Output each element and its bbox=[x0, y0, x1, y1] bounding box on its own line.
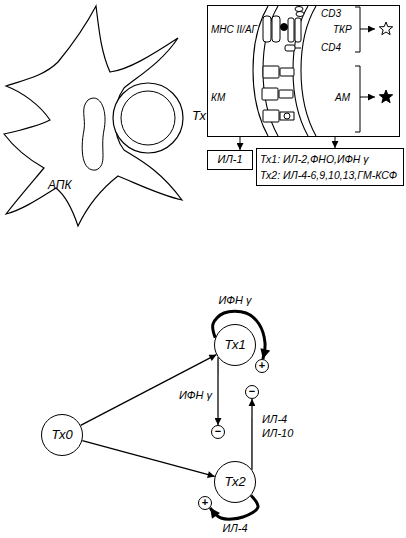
edge-label: ИЛ-4 ИЛ-10 bbox=[262, 412, 302, 440]
signal-arrow bbox=[360, 97, 375, 98]
edge-label: ИЛ-4 bbox=[215, 521, 255, 535]
cytokine-label: Тх2: ИЛ-4-6,9,10,13,ГМ-КСФ bbox=[260, 167, 400, 183]
sign-circle: + bbox=[255, 359, 269, 373]
sign-label: + bbox=[202, 496, 208, 510]
edge-label: ИФН γ bbox=[170, 388, 212, 402]
cell-circle: Тх1 bbox=[214, 324, 256, 366]
adhesion-molecule bbox=[280, 68, 294, 76]
connector-layer bbox=[81, 137, 335, 519]
adhesion-molecule bbox=[279, 90, 293, 98]
connector-arrow bbox=[217, 357, 218, 425]
connector-arrow bbox=[81, 355, 217, 426]
signal-arrow bbox=[360, 29, 375, 30]
adhesion-molecule bbox=[263, 66, 279, 78]
tcr-chain bbox=[295, 18, 301, 42]
cell-label: Тх1 bbox=[224, 337, 245, 353]
mhc-chain bbox=[272, 16, 280, 42]
tcr-chain bbox=[288, 18, 294, 42]
antigen-dot bbox=[281, 24, 288, 31]
t-cell-membrane bbox=[301, 6, 316, 136]
t-cell-outline bbox=[112, 82, 184, 154]
apc-nucleus bbox=[82, 98, 105, 170]
sign-label: − bbox=[249, 385, 255, 399]
sign-label: − bbox=[215, 425, 221, 439]
cd3-symbol bbox=[296, 12, 304, 17]
cell-label: Тх0 bbox=[51, 427, 72, 443]
cytokine-label: Тх1: ИЛ-2,ФНО,ИФН γ bbox=[260, 151, 400, 167]
cytokine-box: Тх1: ИЛ-2,ФНО,ИФН γТх2: ИЛ-4-6,9,10,13,Г… bbox=[256, 148, 404, 186]
zoom-box: МНС II/АГ CD3ТКР CD4КМ АМ bbox=[207, 5, 400, 137]
t-cell-nucleus bbox=[121, 91, 175, 145]
molecule-label: CD4 bbox=[321, 42, 341, 55]
mhc-chain bbox=[263, 16, 271, 42]
star-filled bbox=[379, 90, 392, 103]
connector-arrow bbox=[240, 137, 241, 150]
adhesion-molecule bbox=[262, 88, 278, 100]
adhesion-molecule bbox=[263, 110, 279, 122]
star-outline bbox=[379, 22, 392, 35]
sign-label: + bbox=[259, 359, 265, 373]
t-cell: Тх bbox=[112, 82, 184, 154]
bracket bbox=[355, 66, 360, 132]
edge-label: ИФН γ bbox=[210, 293, 260, 307]
sign-circle: − bbox=[211, 425, 225, 439]
molecule-label: АМ bbox=[335, 92, 350, 105]
cell-circle: Тх0 bbox=[41, 414, 83, 456]
cd4-stem bbox=[295, 48, 301, 49]
connector-arrow bbox=[82, 441, 214, 477]
connector-arrow bbox=[335, 137, 336, 148]
molecule-label: МНС II/АГ bbox=[211, 24, 257, 37]
sign-circle: − bbox=[245, 385, 259, 399]
cd4-symbol bbox=[285, 45, 295, 51]
cd3-symbol bbox=[295, 7, 303, 12]
t-cell-membrane bbox=[293, 6, 308, 136]
adhesion-molecule bbox=[280, 112, 294, 120]
t-cell-outline bbox=[113, 83, 183, 153]
molecule-label: КМ bbox=[211, 92, 225, 105]
molecule-label: ТКР bbox=[333, 24, 352, 37]
cytokine-box: ИЛ-1 bbox=[207, 150, 253, 170]
cell-label: АПК bbox=[48, 178, 72, 193]
cell-circle: Тх2 bbox=[214, 461, 256, 503]
bracket bbox=[355, 7, 360, 52]
cytokine-label: ИЛ-1 bbox=[217, 153, 242, 167]
apc-outline bbox=[4, 6, 182, 226]
cell-label: Тх2 bbox=[224, 474, 245, 490]
apc-membrane bbox=[263, 6, 278, 136]
molecule-label: CD3 bbox=[321, 8, 341, 21]
sign-circle: + bbox=[198, 496, 212, 510]
connector-arrow bbox=[251, 399, 252, 470]
cell-label: Тх bbox=[192, 108, 206, 124]
